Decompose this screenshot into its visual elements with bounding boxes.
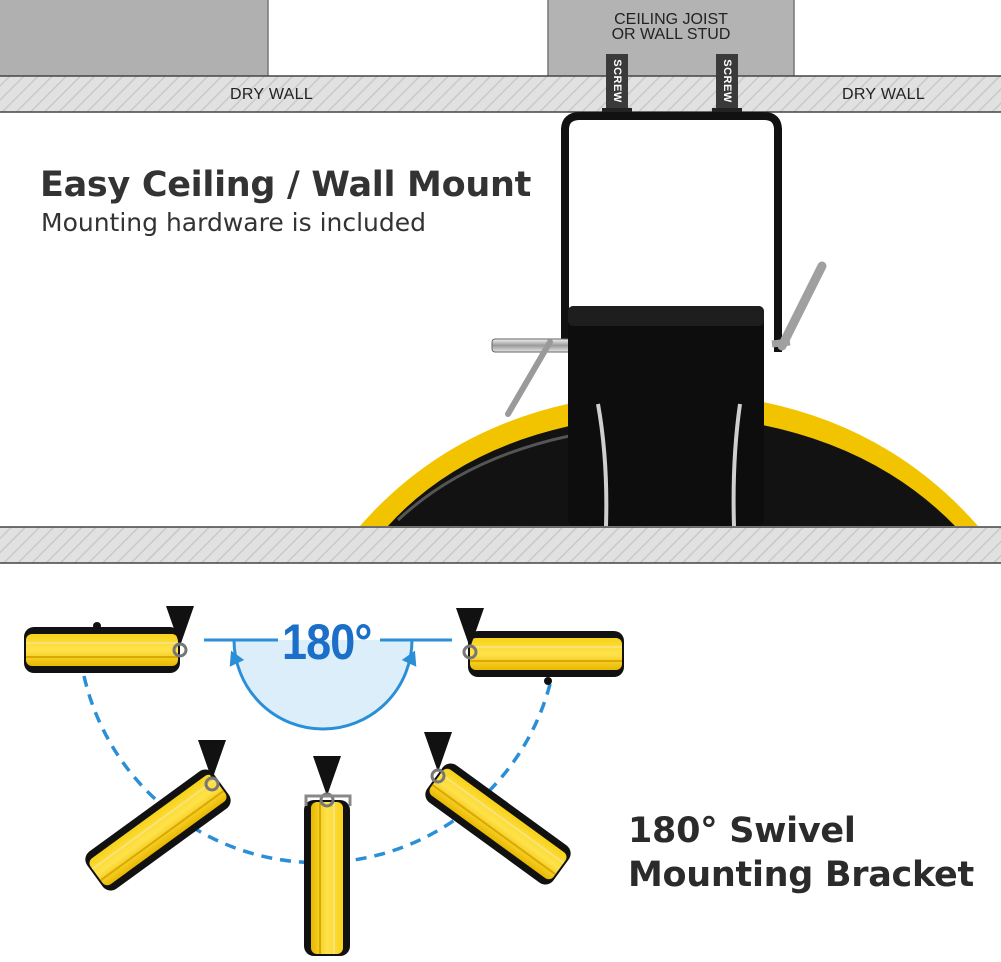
drywall-label-right: DRY WALL [842, 86, 926, 103]
left-pin [491, 338, 573, 353]
screw-label-left: SCREW [611, 59, 623, 103]
screw-right [716, 54, 738, 112]
joist-label-line1: CEILING JOIST [614, 11, 728, 28]
joist-label: CEILING JOIST OR WALL STUD [548, 11, 794, 43]
ceiling-joist [548, 0, 794, 76]
reel-position-left [23, 604, 196, 674]
left-joist [0, 0, 268, 76]
mount-block [568, 306, 764, 526]
swivel-title: 180° Swivel Mounting Bracket [628, 809, 974, 897]
joist-label-line2: OR WALL STUD [611, 26, 731, 43]
headline-title: Easy Ceiling / Wall Mount [40, 165, 531, 205]
mount-bracket [561, 112, 782, 352]
swivel-title-line1: 180° Swivel [628, 811, 856, 851]
top-drywall [0, 76, 1001, 112]
reel-position-right [454, 606, 625, 685]
bracket-bottom [311, 754, 343, 808]
angle-wedge [234, 640, 412, 729]
screw-left [606, 54, 628, 112]
angle-arc [232, 639, 414, 731]
right-pin [777, 261, 827, 351]
reel-position-bottom [303, 799, 351, 957]
angle-label: 180° [282, 614, 372, 670]
bottom-drywall [0, 527, 1001, 563]
headline-subtitle: Mounting hardware is included [41, 208, 427, 237]
drywall-label-left: DRY WALL [230, 86, 314, 103]
swivel-title-line2: Mounting Bracket [628, 855, 974, 895]
screw-label-right: SCREW [721, 59, 733, 103]
reel-position-lower-left [80, 764, 236, 896]
